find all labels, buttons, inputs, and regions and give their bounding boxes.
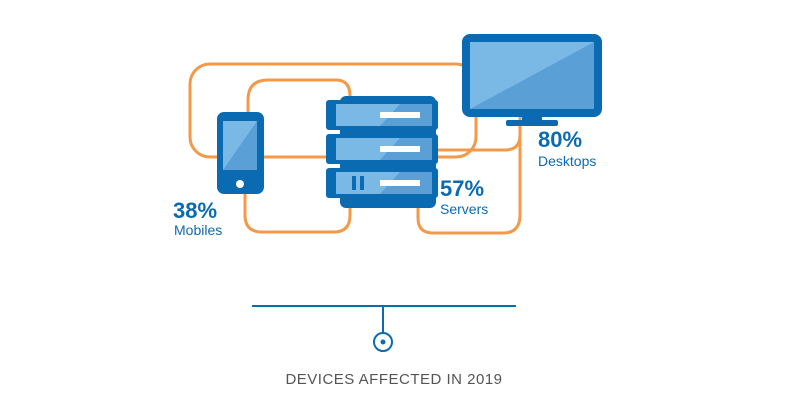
smartphone-icon xyxy=(217,112,264,194)
caption-text: DEVICES AFFECTED IN 2019 xyxy=(285,371,502,388)
desktops-label: Desktops xyxy=(538,153,596,169)
server-desktop-bottom-connector xyxy=(416,125,522,235)
mobiles-percent: 38% xyxy=(173,198,217,223)
mobiles-label: Mobiles xyxy=(174,222,222,238)
servers-label: Servers xyxy=(440,201,488,217)
mobile-server-bottom-connector xyxy=(243,190,352,234)
servers-percent: 57% xyxy=(440,176,484,201)
server-rack-icon xyxy=(326,96,438,208)
desktop-monitor-icon xyxy=(462,34,602,126)
circle-pin-icon xyxy=(373,332,393,352)
mobile-server-top-connector xyxy=(246,78,352,140)
desktops-percent: 80% xyxy=(538,127,582,152)
caption-marker xyxy=(252,305,516,352)
